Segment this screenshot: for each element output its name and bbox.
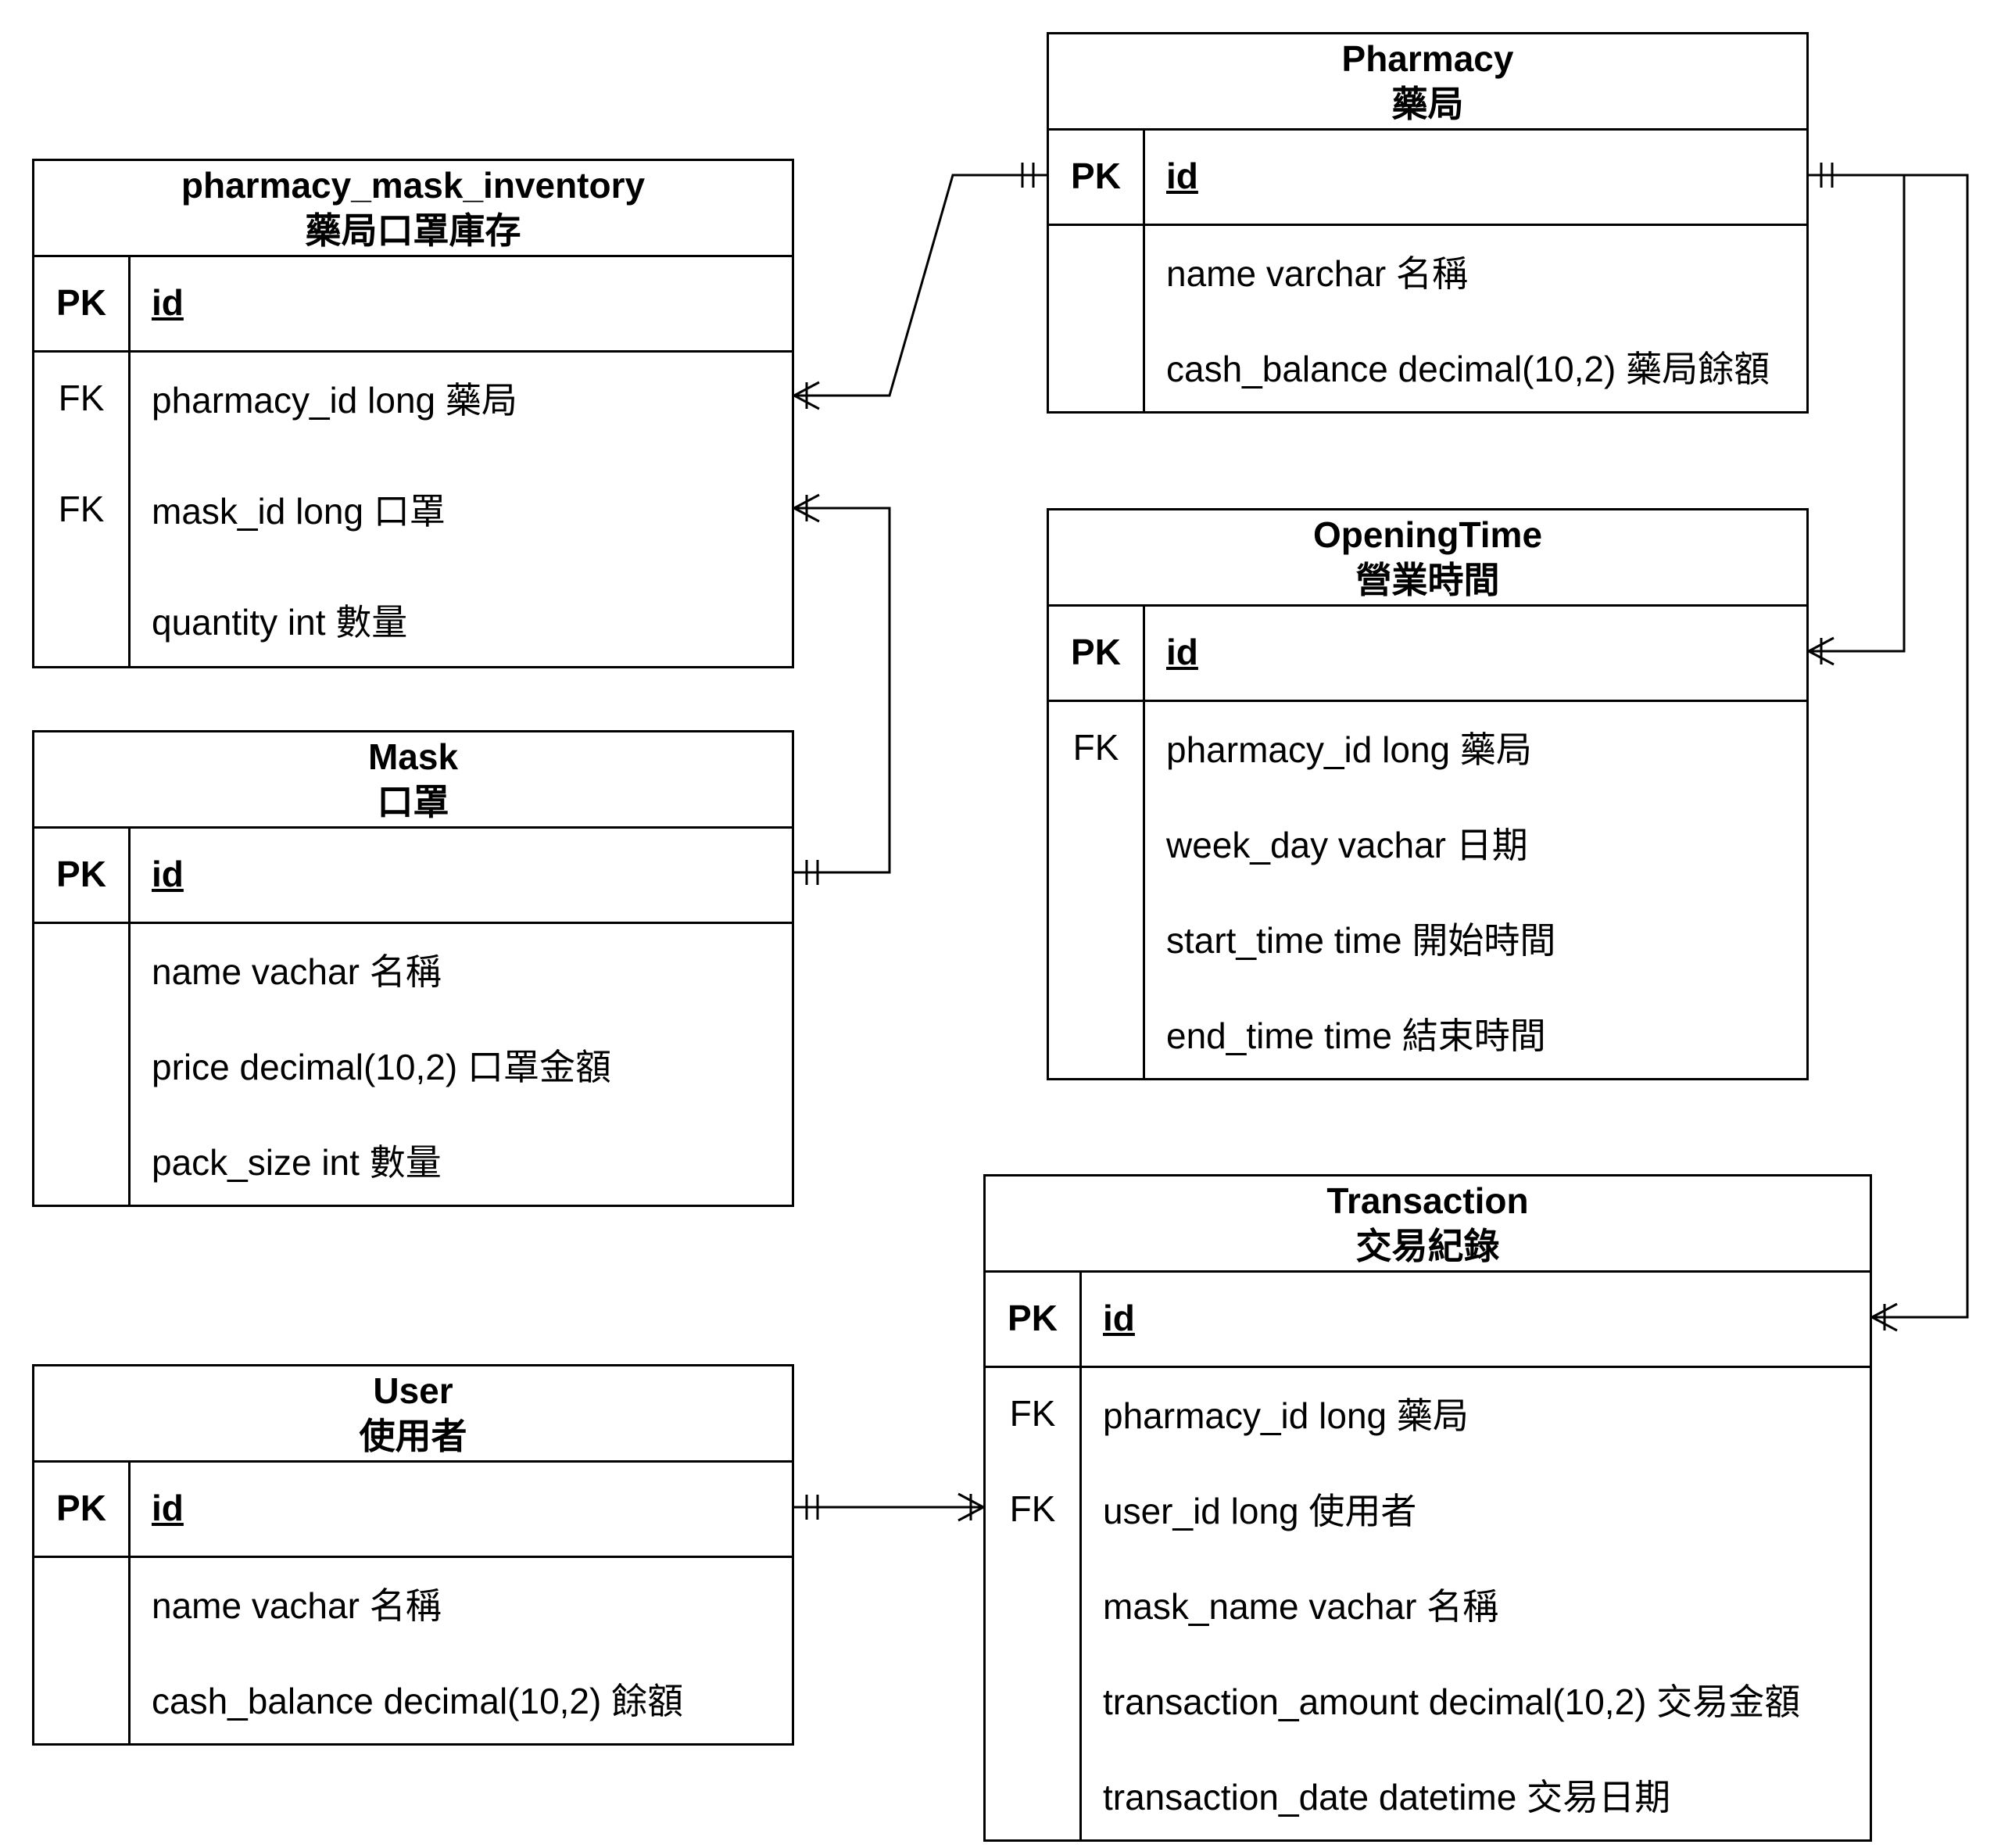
pk-divider <box>34 1556 792 1558</box>
attribute-row: pharmacy_id long 藥局 <box>152 380 517 421</box>
pk-field: id <box>1166 156 1198 196</box>
attribute-row: name vachar 名稱 <box>152 951 442 992</box>
entity-subtitle: 藥局 <box>1391 84 1464 124</box>
pk-divider <box>1049 700 1806 702</box>
entity-mask: Mask 口罩 PK id name vachar 名稱 price decim… <box>32 730 794 1207</box>
pk-label: PK <box>56 854 106 894</box>
attribute-row: pharmacy_id long 藥局 <box>1166 729 1532 770</box>
attribute-row: cash_balance decimal(10,2) 藥局餘額 <box>1166 349 1770 389</box>
pk-label: PK <box>1008 1298 1058 1338</box>
connector-pharmacy-transaction <box>1871 174 1969 1332</box>
pk-label: PK <box>56 1488 106 1528</box>
pk-field: id <box>1166 632 1198 672</box>
attribute-row: cash_balance decimal(10,2) 餘額 <box>152 1681 684 1721</box>
header-divider <box>34 1460 792 1463</box>
attribute-row: start_time time 開始時間 <box>1166 920 1556 961</box>
entity-header: Mask 口罩 <box>34 732 792 826</box>
entity-user: User 使用者 PK id name vachar 名稱 cash_balan… <box>32 1364 794 1746</box>
attribute-row: name vachar 名稱 <box>152 1585 442 1626</box>
entity-pharmacy-mask-inventory: pharmacy_mask_inventory 藥局口罩庫存 PK id FK … <box>32 159 794 668</box>
entity-title: Pharmacy <box>1341 38 1514 79</box>
attribute-row: end_time time 結束時間 <box>1166 1015 1546 1056</box>
attribute-row: quantity int 數量 <box>152 602 408 643</box>
attribute-row: transaction_amount decimal(10,2) 交易金額 <box>1103 1681 1801 1722</box>
pk-divider <box>986 1366 1870 1368</box>
header-divider <box>34 255 792 257</box>
entity-title: OpeningTime <box>1312 514 1543 555</box>
pk-divider <box>34 922 792 924</box>
header-divider <box>986 1270 1870 1273</box>
attribute-row: mask_id long 口罩 <box>152 491 446 532</box>
pk-field: id <box>152 1488 184 1528</box>
fk-label: FK <box>1009 1488 1056 1529</box>
entity-title: User <box>373 1370 453 1411</box>
connector-pharmacy-openingtime <box>1808 163 1906 666</box>
header-divider <box>1049 604 1806 607</box>
connector-user-transaction <box>794 1492 984 1522</box>
entity-title: Transaction <box>1326 1180 1529 1221</box>
attribute-row: transaction_date datetime 交易日期 <box>1103 1777 1671 1818</box>
key-column-divider <box>128 1460 131 1743</box>
pk-label: PK <box>1071 632 1121 672</box>
header-divider <box>34 826 792 829</box>
entity-subtitle: 藥局口罩庫存 <box>305 210 521 251</box>
entity-title: pharmacy_mask_inventory <box>181 165 646 206</box>
entity-title: Mask <box>367 736 459 777</box>
entity-subtitle: 使用者 <box>359 1416 467 1456</box>
entity-header: pharmacy_mask_inventory 藥局口罩庫存 <box>34 161 792 255</box>
key-column-divider <box>1079 1270 1082 1839</box>
pk-divider <box>34 350 792 353</box>
entity-opening-time: OpeningTime 營業時間 PK id FK pharmacy_id lo… <box>1047 508 1809 1080</box>
key-column-divider <box>128 826 131 1205</box>
entity-subtitle: 口罩 <box>377 782 449 822</box>
pk-field: id <box>1103 1298 1135 1338</box>
pk-label: PK <box>56 282 106 323</box>
entity-header: Pharmacy 藥局 <box>1049 34 1806 128</box>
attribute-row: name varchar 名稱 <box>1166 253 1469 294</box>
attribute-row: price decimal(10,2) 口罩金額 <box>152 1047 611 1087</box>
entity-header: OpeningTime 營業時間 <box>1049 510 1806 604</box>
entity-pharmacy: Pharmacy 藥局 PK id name varchar 名稱 cash_b… <box>1047 32 1809 414</box>
connector-mask-inventory <box>793 493 891 885</box>
attribute-row: pack_size int 數量 <box>152 1142 442 1183</box>
pk-divider <box>1049 224 1806 226</box>
fk-label: FK <box>58 378 105 418</box>
fk-label: FK <box>1072 727 1119 768</box>
entity-subtitle: 交易紀錄 <box>1355 1226 1500 1266</box>
key-column-divider <box>1143 128 1145 411</box>
pk-field: id <box>152 854 184 894</box>
fk-label: FK <box>1009 1393 1056 1434</box>
entity-header: User 使用者 <box>34 1366 792 1460</box>
entity-transaction: Transaction 交易紀錄 PK id FK pharmacy_id lo… <box>983 1174 1872 1842</box>
key-column-divider <box>1143 604 1145 1078</box>
attribute-row: user_id long 使用者 <box>1103 1491 1417 1531</box>
connector-pharmacy-inventory <box>793 163 1047 410</box>
attribute-row: mask_name vachar 名稱 <box>1103 1586 1499 1627</box>
attribute-row: week_day vachar 日期 <box>1166 825 1528 865</box>
pk-label: PK <box>1071 156 1121 196</box>
header-divider <box>1049 128 1806 131</box>
key-column-divider <box>128 255 131 666</box>
entity-subtitle: 營業時間 <box>1355 560 1500 600</box>
fk-label: FK <box>58 489 105 529</box>
entity-header: Transaction 交易紀錄 <box>986 1176 1870 1270</box>
attribute-row: pharmacy_id long 藥局 <box>1103 1395 1469 1436</box>
pk-field: id <box>152 282 184 323</box>
